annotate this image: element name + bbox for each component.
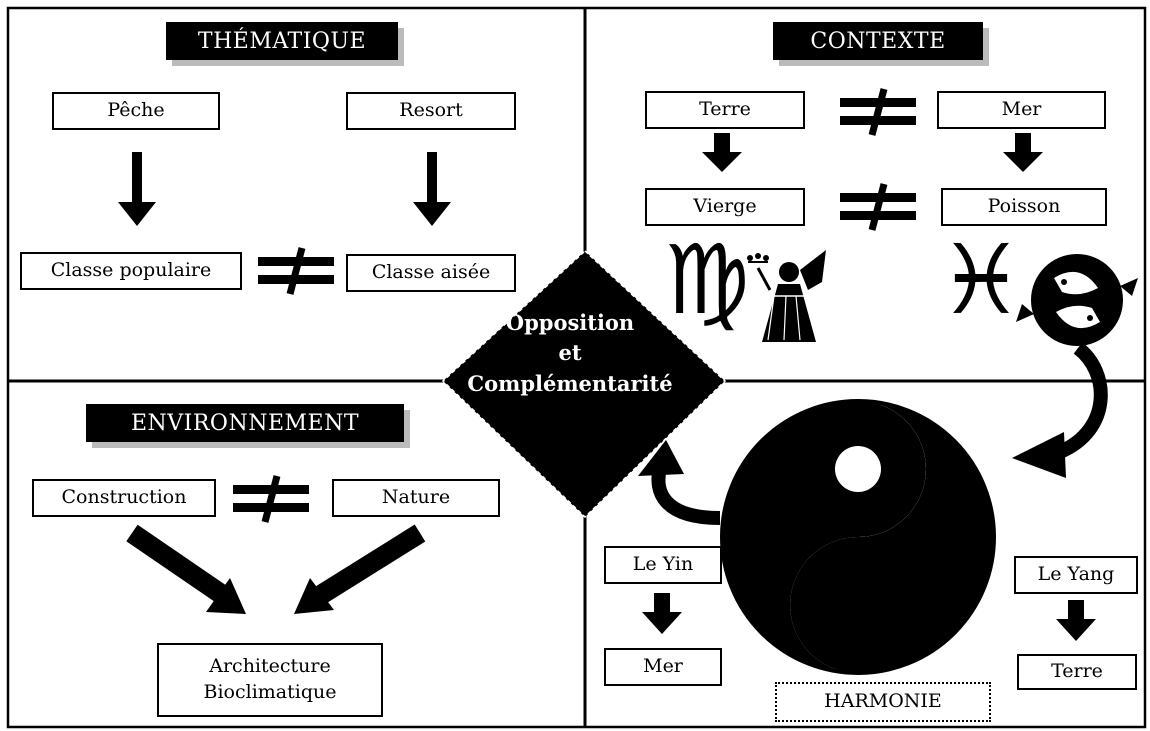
not-equal-icon — [258, 247, 334, 295]
not-equal-icon — [233, 475, 309, 523]
contexte-header: CONTEXTE — [773, 22, 983, 60]
box-yang-terre: Terre — [1017, 654, 1137, 690]
box-construction: Construction — [32, 479, 216, 517]
box-poisson: Poisson — [941, 188, 1107, 226]
yang-dot — [835, 446, 881, 492]
not-equal-icon — [840, 88, 916, 136]
curved-arrow-icon — [638, 440, 721, 525]
box-vierge: Vierge — [645, 188, 805, 226]
outer-border — [6, 6, 1147, 729]
virgo-zodiac-icon: ♍ — [664, 224, 751, 336]
result-line-1: Architecture — [209, 655, 331, 678]
result-line-2: Bioclimatique — [203, 681, 337, 703]
harmonie-caption: HARMONIE — [775, 682, 991, 722]
down-arrow-icon — [702, 133, 742, 172]
curved-arrow-icon — [1012, 342, 1108, 478]
pisces-zodiac-icon: ♓ — [938, 224, 1025, 336]
box-nature: Nature — [332, 479, 500, 517]
box-architecture-bioclimatique: Architecture Bioclimatique — [157, 643, 383, 717]
box-peche: Pêche — [52, 92, 220, 130]
down-arrow-icon — [413, 152, 451, 226]
down-arrow-icon — [1003, 133, 1043, 172]
box-classe-aisee: Classe aisée — [346, 254, 516, 292]
down-arrow-icon — [642, 593, 682, 634]
down-arrow-icon — [118, 152, 156, 226]
diagonal-arrow-icon — [126, 524, 246, 614]
center-label: Opposition et Complémentarité — [455, 308, 685, 399]
environnement-header: ENVIRONNEMENT — [86, 404, 404, 442]
box-le-yang: Le Yang — [1014, 556, 1138, 594]
box-yin-mer: Mer — [604, 648, 722, 686]
center-diamond — [443, 251, 725, 517]
yin-dot — [835, 582, 881, 628]
box-le-yin: Le Yin — [604, 546, 722, 584]
center-line-2: et — [558, 340, 582, 366]
box-terre: Terre — [645, 91, 805, 129]
box-mer: Mer — [937, 91, 1106, 129]
not-equal-icon — [840, 183, 916, 231]
center-diamond-outline — [441, 249, 727, 519]
box-resort: Resort — [346, 92, 516, 130]
virgo-figure-icon — [747, 250, 826, 342]
diagonal-arrow-icon — [294, 524, 426, 614]
center-line-1: Opposition — [505, 310, 635, 335]
down-arrow-icon — [1056, 600, 1096, 641]
thematique-header: THÉMATIQUE — [166, 22, 398, 60]
center-line-3: Complémentarité — [467, 370, 673, 396]
pisces-fish-icon — [1016, 254, 1138, 346]
box-classe-populaire: Classe populaire — [20, 252, 242, 290]
